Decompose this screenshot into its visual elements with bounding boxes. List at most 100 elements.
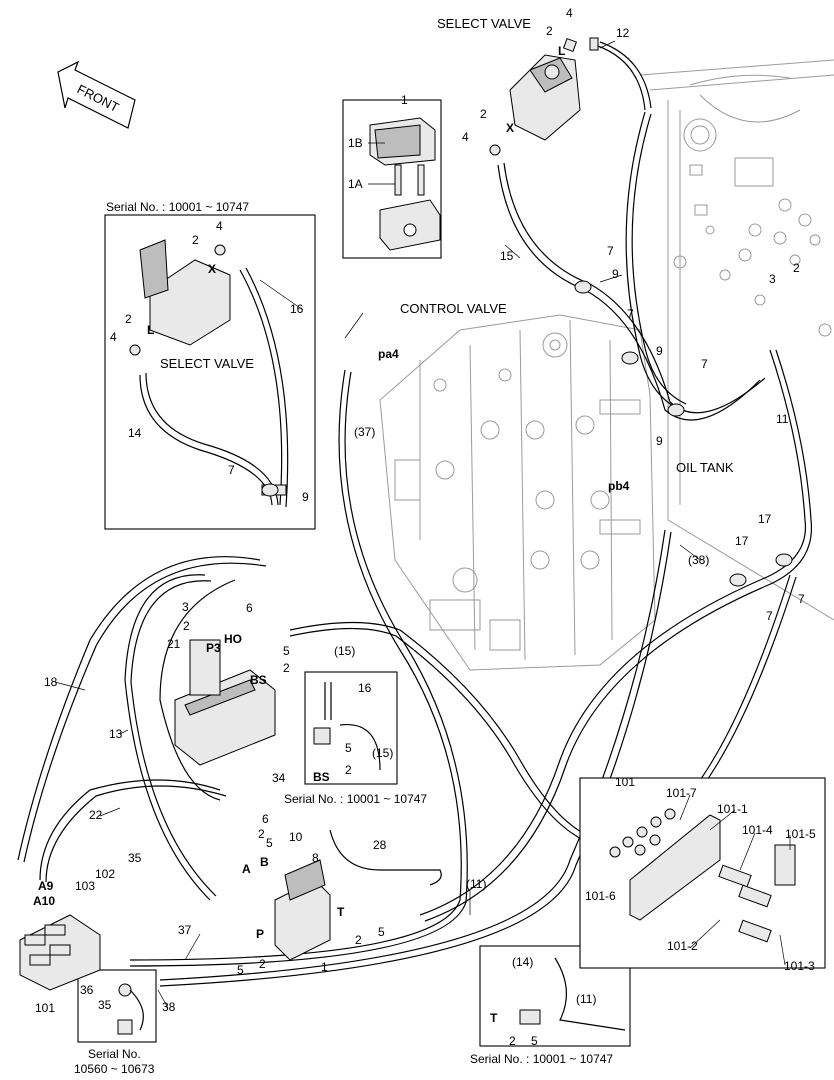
serial-inset-mid: Serial No. : 10001 ~ 10747	[284, 792, 427, 806]
callout-6-mid: 6	[246, 601, 253, 615]
callout-14p: (14)	[512, 955, 533, 969]
callout-35: 35	[128, 851, 142, 865]
callout-21: 21	[167, 637, 181, 651]
pressure-block-101	[19, 914, 101, 991]
port-x-inset: X	[208, 262, 216, 276]
callout-2-mid-b: 2	[283, 661, 290, 675]
front-arrow-icon: FRONT	[57, 60, 136, 129]
callout-102: 102	[95, 867, 115, 881]
serial-inset-bottom-right: Serial No. : 10001 ~ 10747	[470, 1052, 613, 1066]
callout-35-inset: 35	[98, 998, 112, 1012]
callout-13: 13	[109, 727, 123, 741]
callout-22: 22	[89, 808, 103, 822]
callout-15: 15	[500, 249, 514, 263]
callout-2-br: 2	[509, 1034, 516, 1048]
callout-36: 36	[80, 983, 94, 997]
inset-part-101	[579, 777, 826, 969]
port-bs-inset: BS	[313, 770, 330, 784]
inset-bottom-left	[77, 969, 157, 1043]
callout-9-c: 9	[656, 434, 663, 448]
serial-inset-left: Serial No. : 10001 ~ 10747	[106, 200, 249, 214]
callout-15p: (15)	[334, 644, 355, 658]
callout-2-inset: 2	[192, 233, 199, 247]
serial-inset-bottom-left-2: 10560 ~ 10673	[74, 1062, 155, 1076]
callout-10: 10	[289, 830, 303, 844]
callout-101-6: 101-6	[585, 889, 616, 903]
port-b: B	[260, 855, 269, 869]
callout-2-bottom: 2	[259, 957, 266, 971]
inset-bottom-right	[479, 945, 631, 1047]
callout-37: 37	[178, 923, 192, 937]
callout-37p: (37)	[354, 425, 375, 439]
port-a9: A9	[38, 879, 54, 893]
callout-101-7: 101-7	[666, 786, 697, 800]
oil-tank-outline	[639, 59, 834, 621]
port-t: T	[337, 905, 345, 919]
callout-7-b: 7	[627, 307, 634, 321]
callout-14: 14	[128, 426, 142, 440]
select-valve-inset-title: SELECT VALVE	[160, 356, 254, 371]
port-p3: P3	[206, 641, 221, 655]
callout-1a: 1A	[348, 177, 363, 191]
select-valve-top-title: SELECT VALVE	[437, 16, 531, 31]
port-pa4: pa4	[378, 347, 399, 361]
callout-2-inset-mid: 2	[345, 763, 352, 777]
port-bs: BS	[250, 673, 267, 687]
callout-18: 18	[44, 675, 58, 689]
callout-1-inset: 1	[401, 93, 408, 107]
callout-1-lower: 1	[321, 960, 328, 974]
callout-9-b: 9	[656, 344, 663, 358]
callout-2-mid: 2	[183, 619, 190, 633]
callout-103: 103	[75, 879, 95, 893]
callout-11p-inset: (11)	[576, 992, 596, 1006]
callout-2-inset-b: 2	[125, 312, 132, 326]
callout-101-1: 101-1	[717, 802, 748, 816]
callout-2-top: 2	[546, 24, 553, 38]
callout-101-3: 101-3	[784, 959, 815, 973]
oil-tank-title: OIL TANK	[676, 460, 734, 475]
callout-11p: (11)	[466, 877, 486, 891]
callout-101-2: 101-2	[667, 939, 698, 953]
select-valve-top	[489, 37, 599, 156]
callout-5-lower-b: 5	[378, 925, 385, 939]
callout-7-inset: 7	[228, 463, 235, 477]
callout-3-right: 3	[769, 272, 776, 286]
callout-5-inset: 5	[345, 741, 352, 755]
port-p: P	[256, 927, 264, 941]
callout-11-right: 11	[776, 412, 789, 426]
callout-15p-inset: (15)	[372, 746, 393, 760]
callout-101-5: 101-5	[785, 827, 816, 841]
callout-9-inset: 9	[302, 490, 309, 504]
serial-inset-bottom-left-1: Serial No.	[88, 1047, 141, 1061]
callout-16-inset: 16	[358, 681, 372, 695]
port-l-inset: L	[147, 323, 154, 337]
clamps	[261, 280, 793, 587]
callout-2-lower: 2	[258, 827, 265, 841]
inset-left-select-valve	[104, 214, 316, 530]
callout-34: 34	[272, 771, 286, 785]
callout-38: 38	[162, 1000, 176, 1014]
leader-lines	[54, 40, 791, 1009]
callout-101-left: 101	[35, 1001, 55, 1015]
callout-8: 8	[312, 851, 319, 865]
callout-4-top-b: 4	[462, 130, 469, 144]
inset-mid	[304, 671, 398, 785]
callout-2-right: 2	[793, 261, 800, 275]
valve-part-1-lower	[274, 859, 331, 961]
callout-7-a: 7	[607, 244, 614, 258]
port-a10: A10	[33, 894, 55, 908]
callout-5-bottom: 5	[237, 963, 244, 977]
labels: CONTROL VALVE OIL TANK SELECT VALVE Seri…	[33, 6, 816, 1076]
callout-4-inset-b: 4	[110, 330, 117, 344]
callout-7-c: 7	[701, 357, 708, 371]
callout-16: 16	[290, 302, 304, 316]
callout-4-inset: 4	[216, 219, 223, 233]
control-valve-title: CONTROL VALVE	[400, 301, 507, 316]
callout-17-b: 17	[735, 534, 749, 548]
callout-7-d: 7	[798, 592, 805, 606]
port-ho: HO	[224, 632, 242, 646]
callout-9-a: 9	[612, 267, 619, 281]
callout-28: 28	[373, 838, 387, 852]
port-l-top: L	[558, 44, 565, 58]
